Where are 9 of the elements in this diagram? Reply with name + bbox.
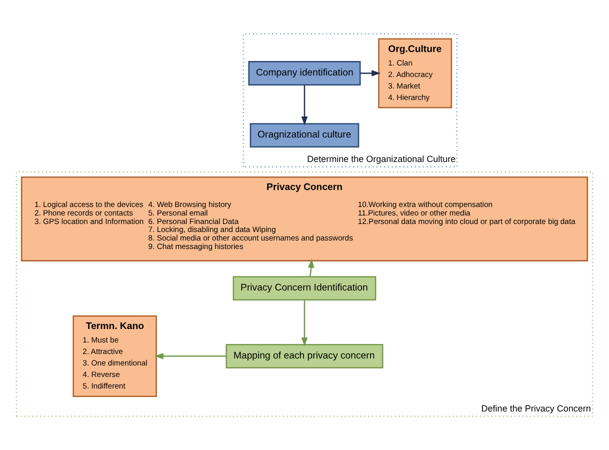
arrow bbox=[360, 70, 381, 76]
arrow bbox=[301, 300, 308, 346]
arrow bbox=[308, 258, 314, 277]
arrow bbox=[154, 353, 226, 360]
node-box: Oragnizational culture bbox=[250, 123, 360, 148]
node-box: Mapping of each privacy concern bbox=[226, 344, 384, 368]
node-box: Privacy Concern Identification bbox=[232, 276, 376, 301]
node-box: Company identification bbox=[248, 61, 361, 86]
arrow bbox=[301, 85, 308, 126]
